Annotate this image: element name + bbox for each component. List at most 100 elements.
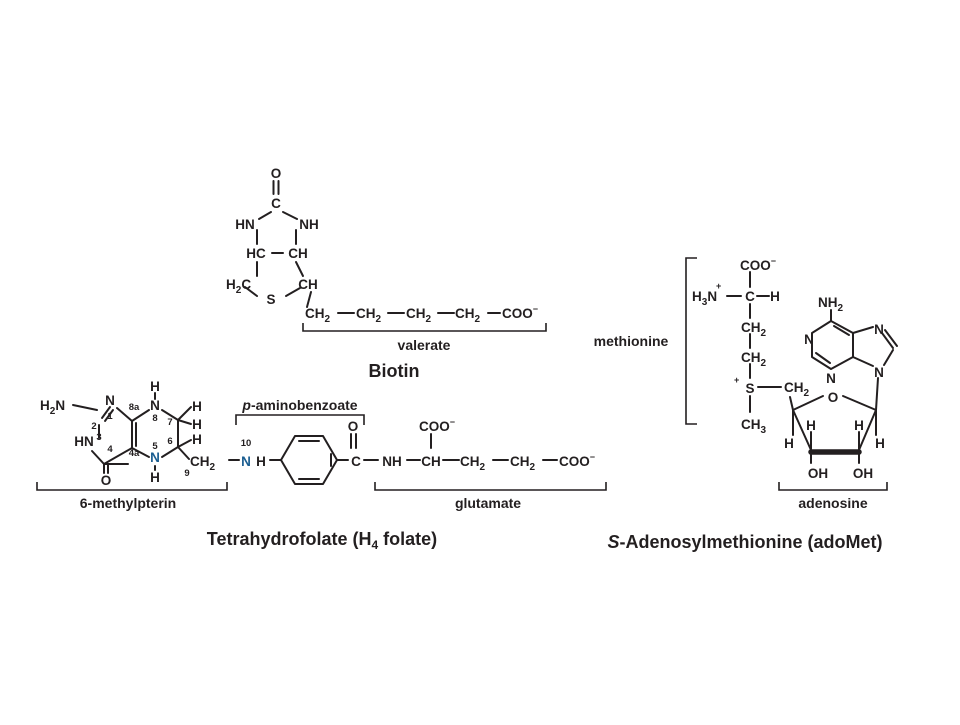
atom-h2c: H2C [226, 277, 251, 296]
folate-title: Tetrahydrofolate (H4 folate) [207, 529, 437, 552]
atom-s: S [745, 381, 754, 396]
bond [177, 419, 192, 425]
chain-ch2: CH2 [305, 306, 331, 325]
atom-n7: N [874, 322, 884, 337]
atom-ch3: CH3 [741, 417, 767, 436]
bond [875, 377, 879, 411]
bond [852, 356, 874, 367]
atom-hn3: HN [74, 434, 94, 449]
glutamate-bracket [374, 482, 607, 491]
atom-oh: OH [808, 466, 828, 481]
ring-number: 2 [91, 421, 96, 432]
atom-h2n: H2N [40, 398, 65, 417]
bond [91, 450, 105, 465]
pterin-bracket [36, 482, 228, 491]
atom-nh2: NH2 [818, 295, 844, 314]
bond [72, 404, 98, 411]
atom-ch-lower: CH [298, 277, 318, 292]
adenosine-label: adenosine [798, 495, 867, 511]
bond [285, 287, 301, 297]
bond [881, 332, 894, 349]
bond [306, 291, 312, 308]
folate-structure: H2N N HN O H N H H H N H CH2 N H C O NH … [36, 379, 607, 552]
charge-plus-s: + [734, 375, 739, 385]
atom-n1: N [105, 393, 115, 408]
atom-n8: N [150, 398, 160, 413]
bond [789, 396, 794, 411]
ring-number: 4a [129, 448, 140, 459]
bond [104, 409, 114, 422]
atom-h: H [854, 418, 864, 433]
biotin-title: Biotin [369, 361, 420, 381]
methionine-label: methionine [594, 333, 669, 349]
atom-hc: HC [246, 246, 266, 261]
ring-number: 6 [167, 436, 172, 447]
atom-nh: NH [299, 217, 319, 232]
bond [177, 406, 192, 421]
ring-number: 3 [96, 432, 101, 443]
bond [101, 406, 111, 419]
atom-hn: HN [235, 217, 255, 232]
ring-number: 8a [129, 402, 140, 413]
atom-h6: H [192, 432, 202, 447]
atom-ch2-5prime: CH2 [784, 380, 810, 399]
atom-h7b: H [192, 417, 202, 432]
atom-coo: COO− [740, 256, 776, 273]
atom-o: O [271, 166, 282, 181]
bond [884, 329, 898, 347]
atom-o-carbonyl: O [348, 419, 359, 434]
ring-number: 7 [167, 417, 172, 428]
chain-ch2: CH2 [356, 306, 382, 325]
atom-oh: OH [853, 466, 873, 481]
atom-ch: CH [288, 246, 308, 261]
pab-bracket [235, 414, 365, 425]
benzene-ring [280, 435, 338, 485]
adomet-title: S-Adenosylmethionine (adoMet) [607, 532, 882, 552]
charge-plus-n: + [716, 281, 721, 291]
atom-ch2: CH2 [741, 350, 767, 369]
bond [858, 409, 877, 451]
atom-coo-end: COO− [559, 452, 595, 469]
ring-number: 8 [152, 413, 157, 424]
bond [282, 211, 298, 220]
atom-n10: N [241, 454, 251, 469]
chain-ch2: CH2 [406, 306, 432, 325]
ring-number: 9 [184, 468, 189, 479]
bond [792, 395, 824, 411]
adenine-six-ring [811, 320, 854, 370]
biotin-structure: O C HN NH HC CH H2C CH S CH2 CH2 CH2 CH2… [226, 166, 547, 381]
pab-label: p-aminobenzoate [241, 397, 357, 413]
atom-c-carbonyl: C [351, 454, 361, 469]
bond [833, 325, 850, 336]
atom-h: H [784, 436, 794, 451]
valerate-label: valerate [398, 337, 451, 353]
atom-n3: N [826, 371, 836, 386]
pterin-label: 6-methylpterin [80, 495, 176, 511]
atom-coo-alpha: COO− [419, 417, 455, 434]
methionine-bracket [685, 257, 697, 425]
valerate-bracket [302, 323, 547, 332]
atom-ch-alpha: CH [421, 454, 441, 469]
atom-ch2-9: CH2 [190, 454, 216, 473]
atom-h-n10: H [256, 454, 266, 469]
svg-text:H2C: H2C [226, 277, 251, 296]
atom-ch2-b: CH2 [510, 454, 536, 473]
bond [852, 326, 874, 334]
bond [161, 446, 179, 458]
bond [131, 409, 150, 422]
bond [883, 349, 894, 366]
atom-c-alpha: C [745, 289, 755, 304]
bond [177, 439, 192, 448]
bond [177, 446, 190, 460]
ring-number: 10 [241, 438, 252, 449]
bond [258, 211, 272, 220]
ring-number: 4 [107, 444, 113, 455]
atom-h-alpha: H [770, 289, 780, 304]
adenosine-bracket [778, 482, 888, 491]
chain-coo: COO− [502, 304, 538, 321]
atom-nh-amide: NH [382, 454, 402, 469]
bond [842, 395, 877, 411]
atom-ch2: CH2 [741, 320, 767, 339]
